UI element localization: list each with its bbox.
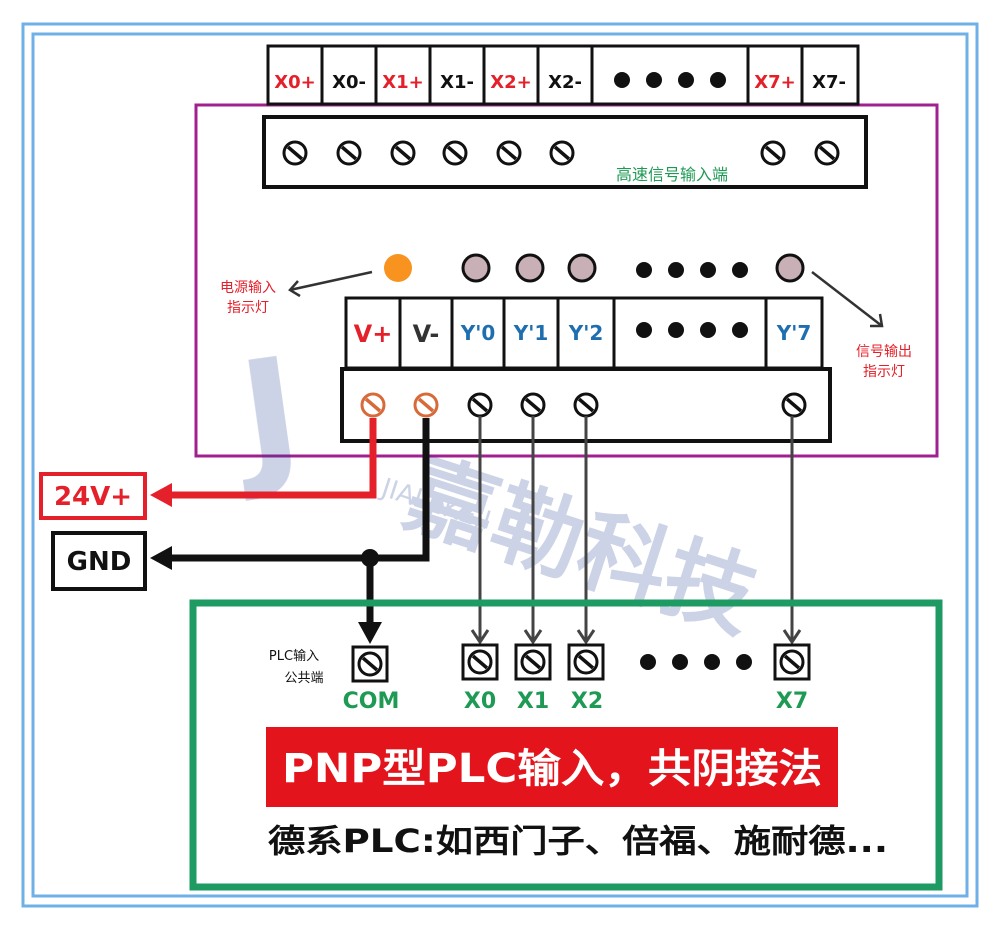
screw-icon bbox=[442, 140, 468, 166]
terminal-x1-plus: X1+ bbox=[382, 72, 423, 93]
terminal-y2: Y'2 bbox=[568, 321, 604, 345]
signal-indicator-label-line2: 指示灯 bbox=[863, 364, 905, 380]
screw-icon bbox=[760, 140, 786, 166]
screw-icon bbox=[814, 140, 840, 166]
terminal-x1-minus: X1- bbox=[440, 72, 474, 93]
plc-x0-label: X0 bbox=[464, 689, 496, 714]
plc-box bbox=[189, 599, 943, 891]
terminal-v-plus: V+ bbox=[354, 320, 393, 348]
outer-frame bbox=[21, 22, 979, 908]
power-indicator-callout: 电源输入 指示灯 bbox=[220, 270, 373, 316]
signal-indicator-callout: 信号输出 指示灯 bbox=[811, 271, 912, 380]
screw-icon bbox=[360, 392, 386, 418]
plc-x1-label: X1 bbox=[517, 689, 549, 714]
plc-x7-label: X7 bbox=[776, 689, 808, 714]
plc-common-label-line2: 公共端 bbox=[284, 671, 323, 686]
supply-positive-box bbox=[39, 472, 147, 520]
terminal-v-minus: V- bbox=[413, 320, 440, 348]
terminal-x2-minus: X2- bbox=[548, 72, 582, 93]
supply-positive-label: 24V+ bbox=[54, 482, 132, 512]
output-terminal-block: V+ V- Y'0 Y'1 Y'2 Y'7 bbox=[340, 296, 832, 443]
terminal-y7: Y'7 bbox=[776, 321, 812, 345]
power-indicator-label-line1: 电源输入 bbox=[220, 280, 276, 296]
plc-x2-screw-icon bbox=[567, 643, 605, 681]
supply-ground-box bbox=[51, 531, 147, 591]
plc-com-label: COM bbox=[343, 689, 400, 714]
footer-text: 德系PLC:如西门子、倍福、施耐德... bbox=[268, 822, 888, 860]
screw-icon bbox=[390, 140, 416, 166]
power-indicator-label-line2: 指示灯 bbox=[227, 300, 269, 316]
watermark-brand: 嘉勒科技 bbox=[393, 441, 768, 652]
signal-led-icon bbox=[461, 253, 491, 283]
plc-x7-screw-icon bbox=[773, 643, 811, 681]
screw-icon bbox=[413, 392, 439, 418]
plc-x0-screw-icon bbox=[461, 643, 499, 681]
screw-icon bbox=[549, 140, 575, 166]
signal-indicator-label-line1: 信号输出 bbox=[856, 344, 912, 360]
high-speed-input-label: 高速信号输入端 bbox=[616, 165, 728, 184]
screw-icon bbox=[781, 392, 807, 418]
plc-com-screw-icon bbox=[351, 645, 389, 683]
svg-text:J: J bbox=[222, 326, 310, 507]
plc-common-label-line1: PLC输入 bbox=[269, 648, 319, 664]
terminal-x0-plus: X0+ bbox=[274, 72, 315, 93]
screw-icon bbox=[496, 140, 522, 166]
signal-led-icon bbox=[567, 253, 597, 283]
terminal-x2-plus: X2+ bbox=[490, 72, 531, 93]
terminal-x7-minus: X7- bbox=[812, 72, 846, 93]
signal-led-icon bbox=[515, 253, 545, 283]
screw-icon bbox=[467, 392, 493, 418]
screw-icon bbox=[336, 140, 362, 166]
terminal-y1: Y'1 bbox=[513, 321, 549, 345]
plc-x2-label: X2 bbox=[571, 689, 603, 714]
inner-frame bbox=[31, 32, 969, 898]
banner-title: PNP型PLC输入，共阴接法 bbox=[282, 746, 822, 792]
banner bbox=[266, 727, 838, 807]
screw-icon bbox=[573, 392, 599, 418]
terminal-x0-minus: X0- bbox=[332, 72, 366, 93]
screw-icon bbox=[282, 140, 308, 166]
input-terminal-block: X0+ X0- X1+ X1- X2+ X2- X7+ X7- 高速信号输入端 bbox=[262, 44, 868, 189]
plc-x1-screw-icon bbox=[514, 643, 552, 681]
terminal-y0: Y'0 bbox=[460, 321, 496, 345]
screw-icon bbox=[520, 392, 546, 418]
terminal-x7-plus: X7+ bbox=[754, 72, 795, 93]
indicator-leds bbox=[384, 253, 805, 283]
power-led-icon bbox=[384, 254, 412, 282]
supply-ground-label: GND bbox=[67, 547, 132, 577]
signal-led-icon bbox=[775, 253, 805, 283]
